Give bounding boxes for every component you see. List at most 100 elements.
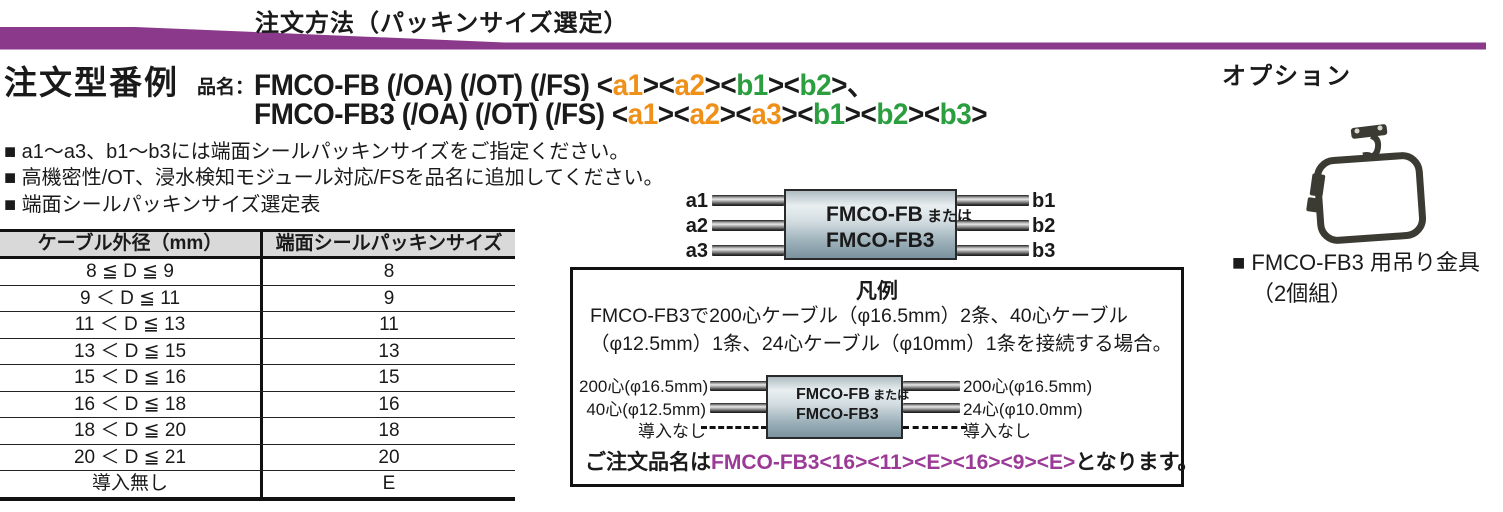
diagram-right-cables [957,195,1029,256]
text-segment: FMCO-FB3<16><11><E><16><9><E> [711,451,1076,474]
packing-size-cell: 8 [383,261,395,282]
table-row: 13 ＜ D ≦ 15 13 [0,338,515,365]
cable-label: a2 [685,215,708,237]
table-header-row: ケーブル外径（mm） 端面シールパッキンサイズ [0,232,515,259]
legend-description: FMCO-FB3で200心ケーブル（φ16.5mm）2条、40心ケーブル （φ12… [590,303,1172,358]
legend-left-labels: 200心(φ16.5mm) 40心(φ12.5mm) 導入なし [579,376,709,444]
packing-size-cell: 13 [378,340,400,362]
text-segment: < [923,98,940,131]
packing-size-cell: 20 [378,446,400,468]
text-segment: a3 [751,98,782,131]
bullet-note: ■ 端面シールパッキンサイズ選定表 [4,193,321,216]
cable-graphic [957,195,1029,206]
bullet-note: ■ a1～a3、b1～b3には端面シールパッキンサイズをご指定ください。 [4,141,630,163]
cable-od-cell: 15 ＜ D ≦ 16 [0,365,263,391]
text-segment: となります。 [1075,451,1199,474]
text-segment: > [704,69,721,102]
closure-name-line-2: FMCO-FB3 [796,406,879,423]
text-segment: > [767,69,784,102]
legend-right-cables [903,381,960,413]
text-segment: < [596,69,613,102]
text-segment: 、 [846,69,875,102]
legend-left-cables [710,381,767,413]
text-segment: b1 [813,98,845,131]
text-segment: < [860,98,877,131]
table-row: 20 ＜ D ≦ 21 20 [0,444,515,471]
closure-name-line-1: FMCO-FB または [826,203,972,226]
text-segment: < [735,98,752,131]
cable-graphic [712,245,784,256]
text-segment: > [844,98,861,131]
cable-label: a1 [685,190,708,212]
text-segment: < [783,69,800,102]
cable-od-cell: 導入無し [0,471,263,497]
table-row: 11 ＜ D ≦ 13 11 [0,312,515,339]
order-example-heading: 注文型番例 [4,64,179,101]
text-segment: > [719,98,736,131]
cable-od-cell: 9 ＜ D ≦ 11 [0,285,263,311]
legend-right-labels: 200心(φ16.5mm)24心(φ10.0mm)導入なし [963,376,1092,444]
text-segment: a1 [627,98,659,131]
cable-graphic [712,220,784,231]
text-segment: ご注文品名は [585,451,711,474]
option-caption-quantity: （2個組） [1252,281,1353,306]
text-segment: b2 [799,69,832,102]
text-segment: FMCO-FB3 (/OA) (/OT) (/FS) [254,98,612,131]
diagram-right-labels: b1 b2 b3 [1032,189,1055,264]
table-row: 8 ≦ D ≦ 9 8 [0,259,515,286]
text-segment: a1 [612,69,644,102]
page-title: 注文方法（パッキンサイズ選定） [255,10,629,37]
packing-size-table: ケーブル外径（mm） 端面シールパッキンサイズ 8 ≦ D ≦ 9 8 9 ＜ D … [0,229,515,501]
legend-description-line: FMCO-FB3で200心ケーブル（φ16.5mm）2条、40心ケーブル [590,305,1128,327]
product-name-label: 品名： [197,77,255,98]
cable-od-cell: 20 ＜ D ≦ 21 [0,444,263,470]
table-row: 9 ＜ D ≦ 11 9 [0,285,515,312]
cable-label: b2 [1032,215,1056,237]
cable-label: b3 [1032,240,1056,262]
cable-graphic [710,403,767,413]
text-segment: > [657,98,674,131]
no-cable-dashed-line [903,426,967,429]
cable-label: a3 [685,240,708,262]
text-segment: b2 [876,98,908,131]
cable-label: 導入なし [638,422,706,442]
closure-body: FMCO-FB または FMCO-FB3 [766,375,910,439]
cable-graphic [957,220,1029,231]
cable-label: 40心(φ12.5mm) [586,399,706,419]
text-segment: < [658,69,675,102]
text-segment: < [720,69,737,102]
cable-od-cell: 13 ＜ D ≦ 15 [0,338,263,364]
bullet-notes: ■ a1～a3、b1～b3には端面シールパッキンサイズをご指定ください。■ 高機… [4,139,663,218]
packing-size-cell: 18 [378,420,400,441]
cable-od-cell: 11 ＜ D ≦ 13 [0,312,263,338]
table-body: 8 ≦ D ≦ 9 8 9 ＜ D ≦ 11 9 11 ＜ D ≦ 13 11 13 ＜ D… [0,259,515,501]
cable-graphic [957,245,1029,256]
text-segment: a2 [689,98,720,131]
packing-size-cell: E [382,473,396,494]
packing-size-cell: 9 [383,287,395,309]
text-segment: > [781,98,798,131]
diagram-left-labels: a1 a2 a3 [652,189,708,264]
ribbon-bar [0,27,1486,50]
model-number-line-2: FMCO-FB3 (/OA) (/OT) (/FS) <a1><a2><a3><… [254,98,988,132]
packing-size-cell: 11 [379,314,399,335]
packing-size-cell: 15 [378,367,400,388]
cable-label: b1 [1032,190,1056,212]
table-header-packing-size: 端面シールパッキンサイズ [275,233,503,254]
table-row: 導入無し E [0,471,515,501]
text-segment: a2 [674,69,705,102]
closure-body: FMCO-FB または FMCO-FB3 [784,189,972,260]
closure-name-line-2: FMCO-FB3 [826,229,935,252]
text-segment: < [797,98,814,131]
closure-name-line-1: FMCO-FB または [796,386,910,403]
text-segment: < [611,98,628,131]
text-segment: > [642,69,659,102]
cable-label: 200心(φ16.5mm) [579,377,709,396]
text-segment: > [831,69,847,102]
text-segment: FMCO-FB (/OA) (/OT) (/FS) [254,69,597,102]
cable-od-cell: 8 ≦ D ≦ 9 [0,259,263,285]
cable-label: 導入なし [963,422,1031,442]
legend-box: 凡例 FMCO-FB3で200心ケーブル（φ16.5mm）2条、40心ケーブル（… [570,267,1199,487]
legend-description-line: （φ12.5mm）1条、24心ケーブル（φ10mm）1条を接続する場合。 [590,332,1173,355]
